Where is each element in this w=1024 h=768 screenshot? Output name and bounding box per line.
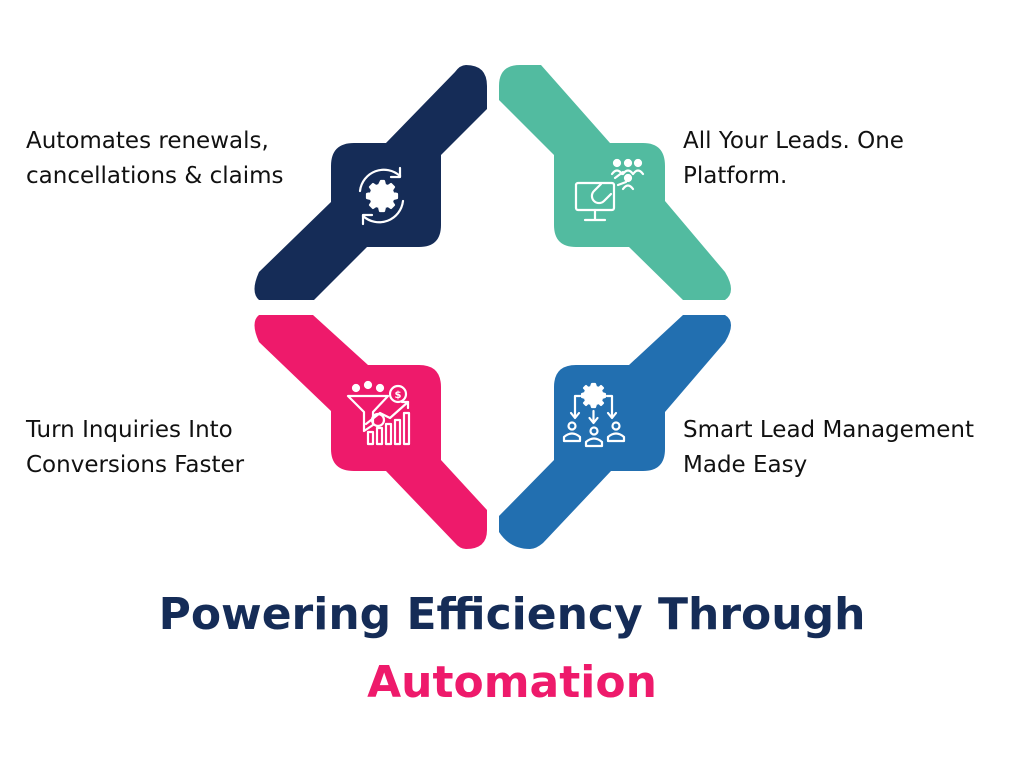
svg-text:$: $ [395, 390, 402, 401]
label-line: Conversions Faster [26, 452, 245, 478]
label-line: cancellations & claims [26, 163, 284, 189]
team-management-icon [562, 382, 626, 448]
label-bottom-right: Smart Lead Management Made Easy [683, 413, 974, 483]
segment-top-left [254, 65, 487, 300]
label-line: Platform. [683, 163, 788, 189]
segment-shape-top-right [499, 65, 731, 300]
label-top-left: Automates renewals, cancellations & clai… [26, 124, 284, 194]
segment-shape-bottom-right [499, 315, 731, 549]
funnel-growth-icon: $ [346, 380, 411, 446]
label-line: Smart Lead Management [683, 417, 974, 443]
label-line: All Your Leads. One [683, 128, 904, 154]
segment-shape-top-left [254, 65, 487, 300]
segment-bottom-right [499, 315, 731, 549]
lead-magnet-icon [574, 158, 645, 222]
label-line: Turn Inquiries Into [26, 417, 233, 443]
title-line-1: Powering Efficiency Through [158, 589, 866, 640]
label-line: Automates renewals, [26, 128, 269, 154]
label-bottom-left: Turn Inquiries Into Conversions Faster [26, 413, 244, 483]
gear-sync-icon [358, 166, 405, 226]
label-line: Made Easy [683, 452, 808, 478]
title-line-2: Automation [367, 657, 657, 708]
label-top-right: All Your Leads. One Platform. [683, 124, 904, 194]
segment-top-right [499, 65, 731, 300]
segment-bottom-left: $ [254, 315, 487, 549]
